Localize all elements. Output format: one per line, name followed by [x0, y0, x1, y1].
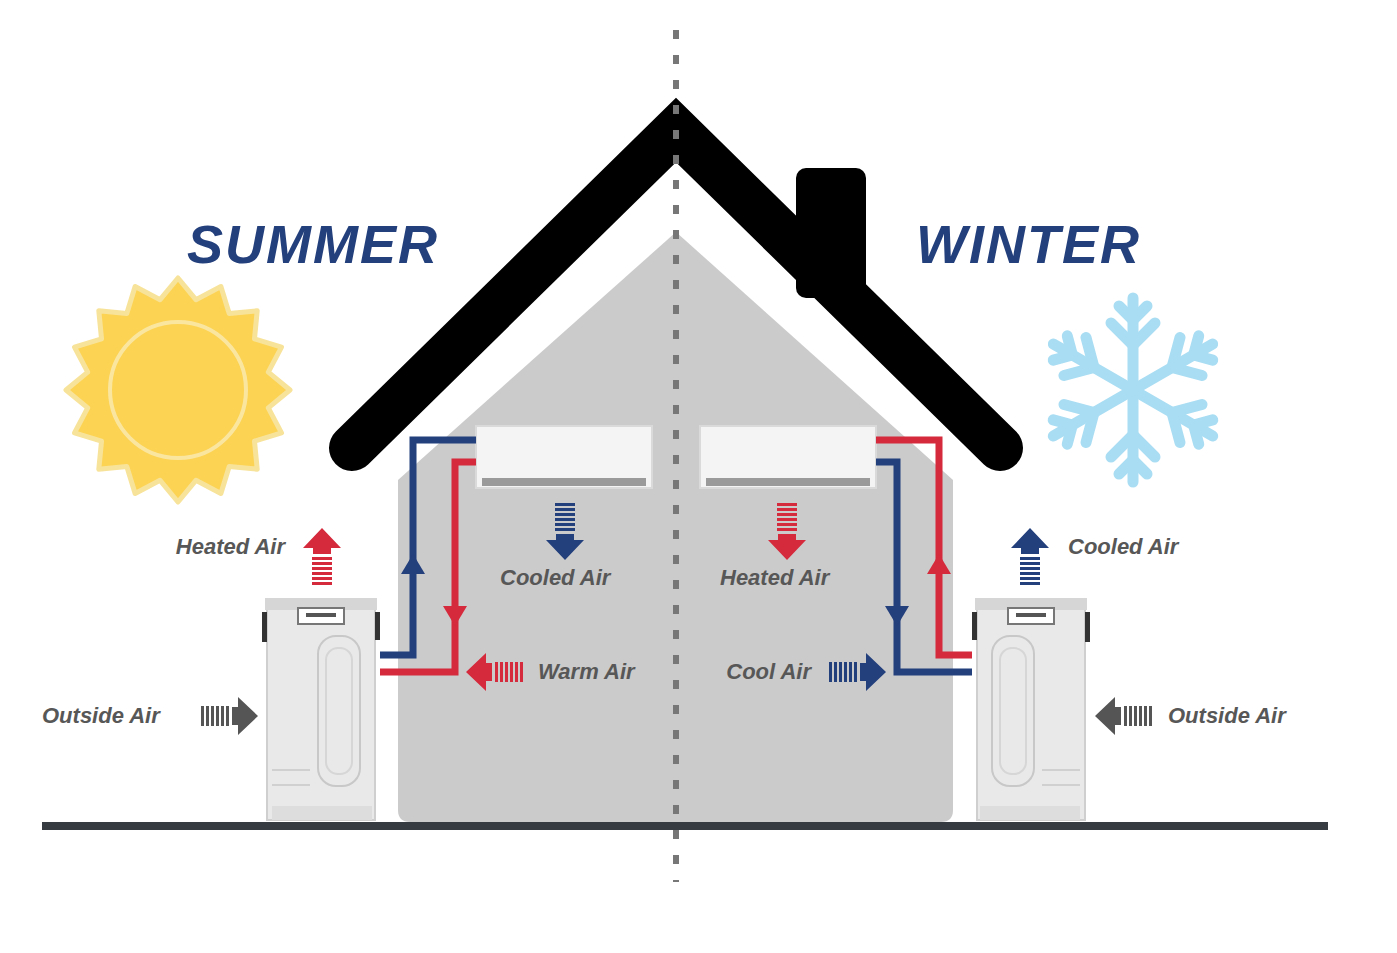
- refrigerant-pipe: [876, 462, 972, 672]
- ground-line: [42, 822, 1328, 830]
- air-label: Outside Air: [42, 705, 160, 727]
- air-arrow: [466, 653, 523, 691]
- air-label: Cool Air: [726, 661, 811, 683]
- season-heading: WINTER: [916, 217, 1141, 271]
- flow-arrow: [885, 606, 909, 626]
- air-arrow: [829, 653, 886, 691]
- flow-arrow: [443, 606, 467, 626]
- air-label: Cooled Air: [500, 567, 610, 589]
- refrigerant-pipe: [380, 440, 476, 655]
- air-arrow: [768, 503, 806, 560]
- divider-line: [673, 30, 679, 882]
- flow-arrow: [927, 554, 951, 574]
- air-arrow: [1011, 528, 1049, 585]
- air-label: Warm Air: [538, 661, 635, 683]
- snowflake-arm: [1042, 325, 1144, 409]
- outdoor-unit: [972, 598, 1090, 820]
- snowflake: [1042, 298, 1223, 482]
- air-label: Outside Air: [1168, 705, 1286, 727]
- winter-units: [700, 426, 1090, 820]
- air-arrow: [1095, 697, 1152, 735]
- air-label: Cooled Air: [1068, 536, 1178, 558]
- air-label: Heated Air: [176, 536, 285, 558]
- refrigerant-pipe: [876, 440, 972, 655]
- season-heading: SUMMER: [187, 217, 439, 271]
- air-arrow: [303, 528, 341, 585]
- flow-arrow: [401, 554, 425, 574]
- air-label: Heated Air: [720, 567, 829, 589]
- indoor-unit: [476, 426, 652, 488]
- air-arrow: [546, 503, 584, 560]
- air-arrow: [201, 697, 258, 735]
- sun-disc: [110, 322, 246, 458]
- refrigerant-pipe: [380, 462, 476, 672]
- indoor-unit: [700, 426, 876, 488]
- outdoor-unit: [262, 598, 380, 820]
- sun-rays: [66, 278, 290, 502]
